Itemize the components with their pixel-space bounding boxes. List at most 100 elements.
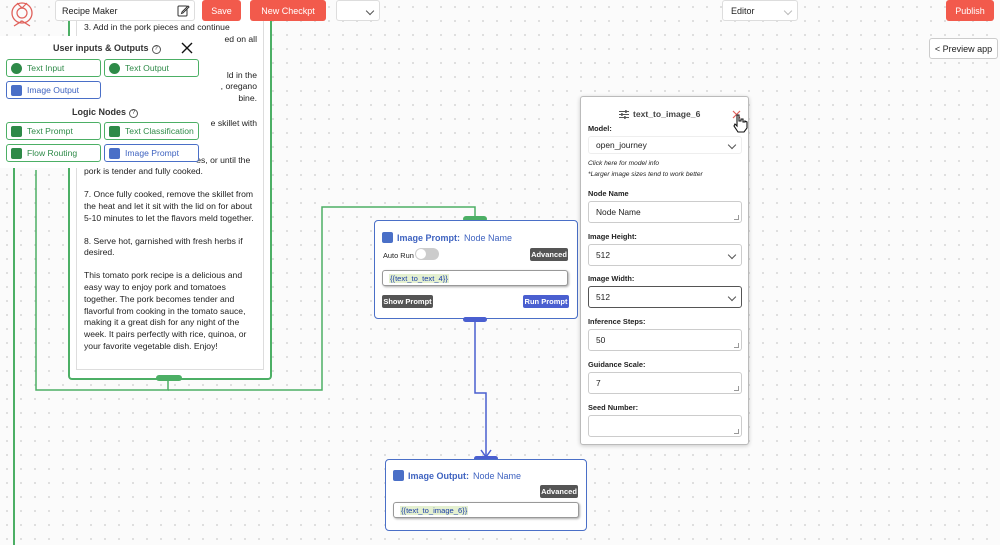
node-name-label: Node Name [588, 189, 629, 198]
text-paragraph: ed on all [224, 33, 258, 44]
checkpoint-dropdown[interactable] [336, 0, 380, 21]
palette-text-input[interactable]: Text Input [6, 59, 101, 77]
save-button[interactable]: Save [202, 0, 241, 21]
text-paragraph: , oregano [220, 81, 257, 92]
palette-item-label: Text Input [27, 63, 65, 73]
classification-icon [109, 125, 120, 137]
node-title-text: Image Output: [408, 470, 469, 481]
image-output-node[interactable]: Image Output: Node Name Advanced {{text_… [385, 459, 587, 531]
palette-item-label: Text Prompt [27, 126, 73, 136]
inference-steps-value: 50 [596, 335, 606, 345]
routing-icon [11, 147, 22, 159]
palette-item-label: Image Output [27, 85, 80, 95]
palette-text-classification[interactable]: Text Classification [104, 122, 199, 140]
mode-select-value: Editor [731, 5, 755, 16]
advanced-button[interactable]: Advanced [540, 485, 578, 498]
text-node-output-handle[interactable] [156, 375, 182, 381]
prompt-input-value: {{text_to_text_4}} [389, 273, 449, 283]
io-section-label: User inputs & Outputs [53, 43, 149, 53]
chat-bubble-icon [11, 62, 22, 74]
image-width-select[interactable]: 512 [588, 286, 742, 308]
chevron-down-icon [727, 250, 737, 260]
text-paragraph: ld in the [226, 69, 257, 80]
sliders-icon [619, 110, 629, 119]
chevron-down-icon [365, 6, 375, 16]
inference-steps-field[interactable]: 50 [588, 329, 742, 351]
node-name-text: Node Name [464, 232, 513, 243]
text-paragraph: e skillet with [210, 117, 257, 128]
guidance-scale-field[interactable]: 7 [588, 372, 742, 394]
chevron-down-icon [727, 292, 737, 302]
image-height-value: 512 [596, 250, 610, 260]
palette-item-label: Text Classification [125, 126, 194, 136]
app-name-field[interactable]: Recipe Maker [55, 0, 195, 21]
seed-number-field[interactable] [588, 415, 742, 437]
info-icon[interactable]: ? [129, 109, 139, 118]
cursor-hand-icon [733, 114, 748, 133]
model-info-link[interactable]: Click here for model info [588, 160, 660, 167]
chat-bubble-icon [109, 62, 120, 74]
guidance-scale-value: 7 [596, 378, 601, 388]
palette-text-prompt[interactable]: Text Prompt [6, 122, 101, 140]
node-title-text: Image Prompt: [397, 232, 461, 243]
seed-number-label: Seed Number: [588, 403, 639, 412]
resize-handle-icon[interactable] [734, 386, 739, 391]
image-height-select[interactable]: 512 [588, 244, 742, 266]
image-prompt-node[interactable]: Image Prompt: Node Name Auto Run Advance… [374, 220, 578, 319]
guidance-scale-label: Guidance Scale: [588, 360, 646, 369]
node-settings-panel: text_to_image_6 Model: open_journey Clic… [580, 96, 749, 445]
node-name-value: Node Name [596, 207, 641, 217]
image-width-label: Image Width: [588, 274, 635, 283]
palette-image-prompt[interactable]: Image Prompt [104, 144, 199, 162]
palette-flow-routing[interactable]: Flow Routing [6, 144, 101, 162]
model-size-note: *Larger image sizes tend to work better [588, 171, 703, 178]
info-icon[interactable]: ? [151, 45, 161, 54]
palette-item-label: Flow Routing [27, 148, 78, 158]
image-icon [393, 470, 404, 481]
app-logo-icon[interactable] [8, 0, 36, 30]
mode-select[interactable]: Editor [722, 0, 798, 21]
image-output-input[interactable]: {{text_to_image_6}} [393, 502, 579, 518]
node-name-field[interactable]: Node Name [588, 201, 742, 223]
palette-text-output[interactable]: Text Output [104, 59, 199, 77]
resize-handle-icon[interactable] [734, 429, 739, 434]
run-prompt-button[interactable]: Run Prompt [523, 295, 569, 308]
resize-handle-icon[interactable] [734, 343, 739, 348]
resize-handle-icon[interactable] [734, 215, 739, 220]
edit-pencil-icon[interactable] [177, 4, 190, 17]
palette-image-output[interactable]: Image Output [6, 81, 101, 99]
image-width-value: 512 [596, 292, 610, 302]
new-checkpoint-button[interactable]: New Checkpt [250, 0, 326, 21]
image-output-value: {{text_to_image_6}} [400, 505, 469, 515]
image-icon [382, 232, 393, 243]
model-select[interactable]: open_journey [588, 136, 742, 154]
node-palette: User inputs & Outputs? Text Input Text O… [0, 36, 199, 168]
image-output-title: Image Output: Node Name [393, 470, 521, 481]
text-paragraph: 3. Add in the pork pieces and continue [84, 22, 230, 32]
image-output-input-handle[interactable] [474, 456, 498, 461]
prompt-input[interactable]: {{text_to_text_4}} [382, 270, 568, 286]
show-prompt-button[interactable]: Show Prompt [382, 295, 433, 308]
palette-item-label: Image Prompt [125, 148, 179, 158]
image-height-label: Image Height: [588, 232, 637, 241]
close-palette-icon[interactable] [180, 41, 194, 55]
image-prompt-input-handle[interactable] [463, 216, 487, 222]
publish-button[interactable]: Publish [946, 0, 994, 21]
inference-steps-label: Inference Steps: [588, 317, 646, 326]
auto-run-toggle[interactable] [415, 248, 439, 260]
auto-run-label: Auto Run [383, 251, 414, 260]
text-paragraph: 7. Once fully cooked, remove the skillet… [84, 189, 254, 223]
text-paragraph: 8. Serve hot, garnished with fresh herbs… [84, 235, 243, 258]
advanced-button[interactable]: Advanced [530, 248, 568, 261]
io-section-title: User inputs & Outputs? [53, 43, 161, 54]
logic-section-title: Logic Nodes? [72, 107, 139, 118]
node-name-text: Node Name [473, 470, 522, 481]
text-paragraph: This tomato pork recipe is a delicious a… [84, 270, 247, 351]
chevron-down-icon [727, 140, 737, 150]
logic-section-label: Logic Nodes [72, 107, 127, 117]
image-prompt-output-handle[interactable] [463, 317, 487, 322]
app-name-text: Recipe Maker [62, 5, 118, 16]
image-prompt-title: Image Prompt: Node Name [382, 232, 512, 243]
preview-app-button[interactable]: < Preview app [929, 38, 998, 59]
model-label: Model: [588, 124, 612, 133]
